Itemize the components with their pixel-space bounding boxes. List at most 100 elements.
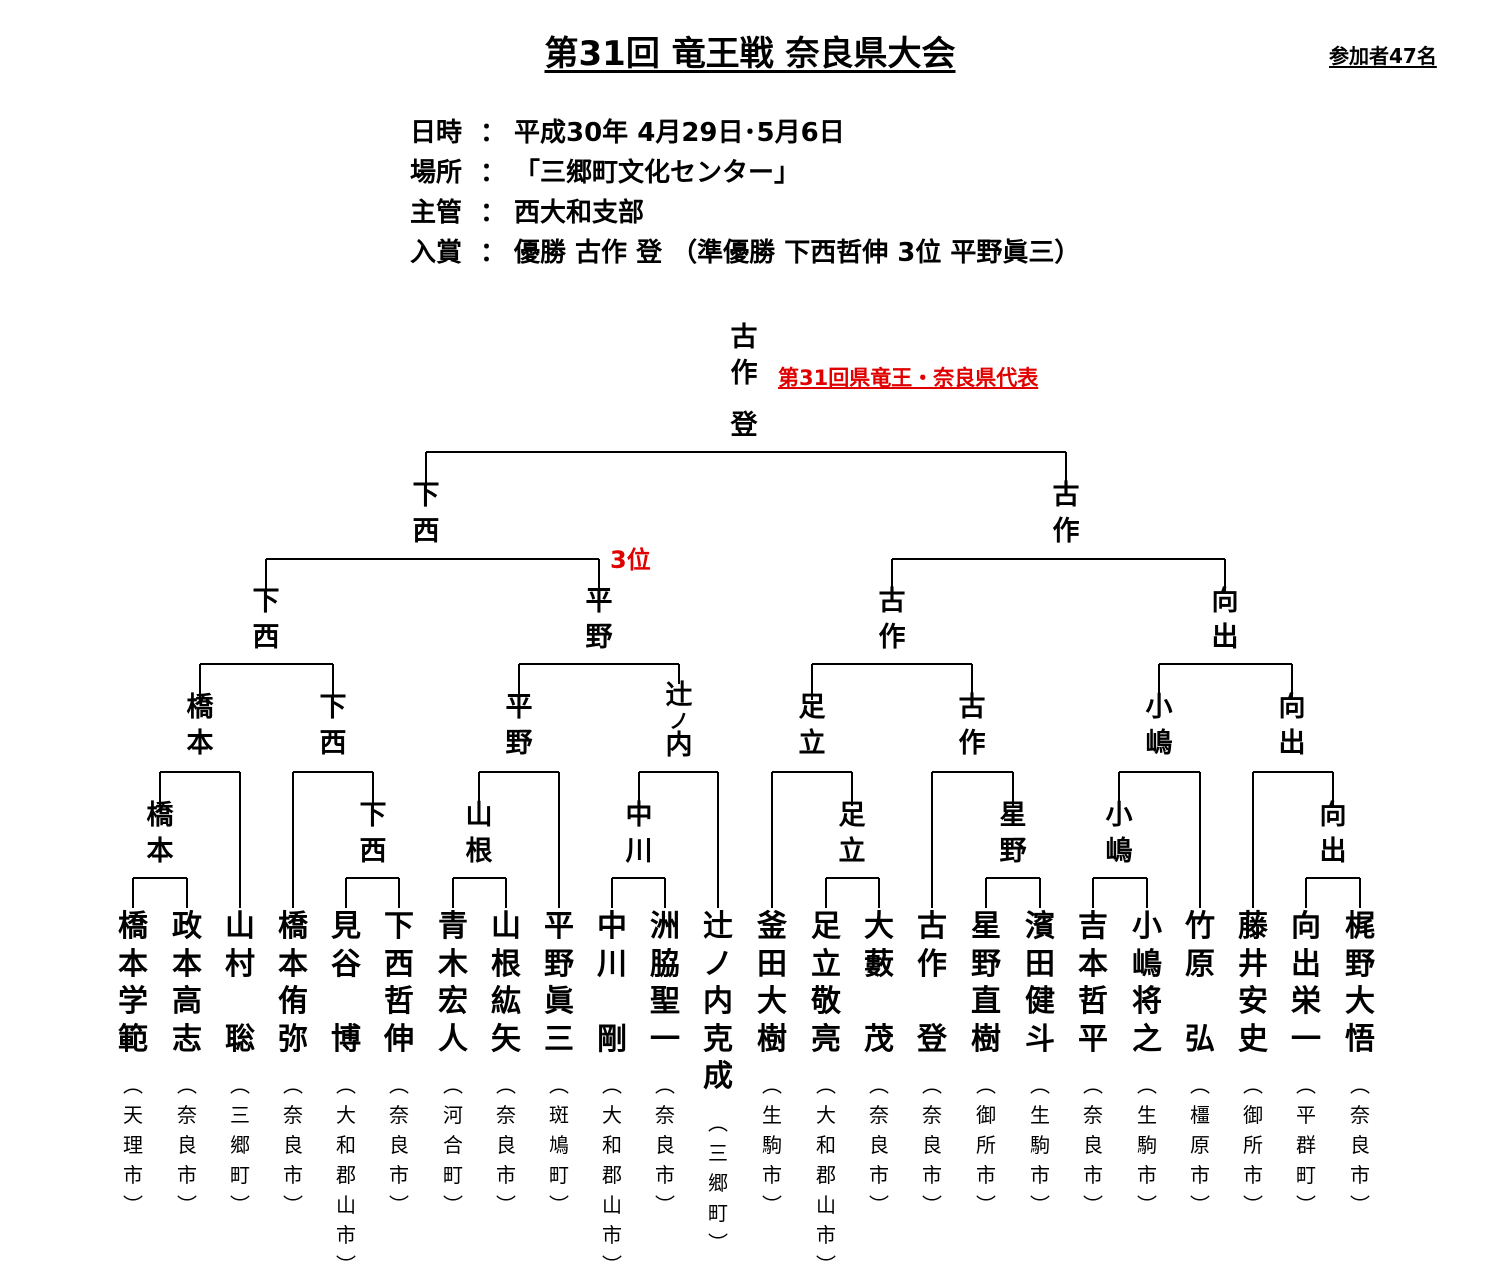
info-key: 日時: [410, 118, 463, 148]
player-name: 橋本侑弥: [274, 908, 312, 1058]
label-char: 下: [359, 800, 387, 831]
player-city-char: 和: [602, 1133, 622, 1157]
player-name-char: [593, 983, 631, 1021]
player-name-char: 克: [703, 1021, 733, 1057]
player-city-char: 郷: [708, 1170, 728, 1195]
player-city-char: 良: [283, 1133, 303, 1157]
player: 政本高志︵奈良市︶: [168, 908, 206, 1220]
player-city-char: ︵: [443, 1073, 463, 1097]
player-city-char: ︶: [443, 1193, 463, 1217]
player-name-char: 梶: [1345, 909, 1375, 944]
player-name-char: 剛: [597, 1021, 627, 1057]
player-name-char: ノ: [703, 946, 733, 982]
player-name: 辻ノ内克成: [699, 908, 737, 1096]
label-char: 橋: [186, 692, 214, 723]
player-city-char: 御: [1243, 1103, 1263, 1127]
player-name-char: 三: [544, 1021, 574, 1057]
label-char: 本: [186, 728, 214, 759]
player-city-char: ︵: [976, 1073, 996, 1097]
info-key: 入賞: [410, 238, 463, 268]
player-city: ︵橿原市︶: [1181, 1070, 1219, 1220]
player-city-char: ︶: [123, 1193, 143, 1217]
label-char: 出: [1211, 622, 1239, 653]
label-char: 西: [319, 728, 347, 759]
player-name-char: 野: [1345, 946, 1375, 982]
player-name-char: 原: [1185, 946, 1215, 982]
player-name-char: 山: [225, 909, 255, 944]
player-name-char: 釜: [757, 909, 787, 944]
player-city-char: 群: [1296, 1133, 1316, 1157]
player-city-char: ︵: [816, 1073, 836, 1097]
player-city-char: 奈: [283, 1103, 303, 1127]
player-city: ︵奈良市︶: [487, 1070, 525, 1220]
player-city-char: 市: [1083, 1163, 1103, 1187]
player-name-char: 藤: [1238, 909, 1268, 944]
info-value: 「三郷町文化センター」: [514, 158, 801, 188]
semifinal-winner: 平野: [581, 584, 617, 656]
player-city-char: 市: [762, 1163, 782, 1187]
player: 藤井安史︵御所市︶: [1234, 908, 1272, 1220]
player-name-char: 高: [172, 984, 202, 1019]
player-name-char: 村: [225, 946, 255, 982]
player-name-char: 川: [597, 946, 627, 982]
champion-given-name: 登: [726, 408, 762, 444]
info-value: 西大和支部: [514, 198, 645, 228]
player-city-char: ︵: [869, 1073, 889, 1097]
round2-winner: 山根: [461, 798, 497, 870]
player: 見谷 博︵大和郡山市︶: [327, 908, 365, 1280]
player-city: ︵天理市︶: [114, 1070, 152, 1220]
player-name-char: 脇: [650, 946, 680, 982]
player-name-char: 中: [597, 909, 627, 944]
player-name-char: 本: [1078, 946, 1108, 982]
player-city-char: 市: [1190, 1163, 1210, 1187]
player-city-char: 郡: [336, 1163, 356, 1187]
player-name-char: 之: [1132, 1021, 1162, 1057]
finalist-right: 古作: [1048, 478, 1084, 550]
player-name-char: 志: [172, 1021, 202, 1057]
player-city: ︵奈良市︶: [380, 1070, 418, 1220]
player-name-char: 伸: [384, 1021, 414, 1057]
quarterfinal-winner: 下西: [315, 690, 351, 762]
player: 山村 聡︵三郷町︶: [221, 908, 259, 1220]
label-char: 平: [585, 586, 613, 617]
player-name-char: 小: [1132, 909, 1162, 944]
player-name-char: 紘: [491, 984, 521, 1019]
finalist-left: 下西: [408, 478, 444, 550]
player: 向出栄一︵平群町︶: [1287, 908, 1325, 1220]
player: 洲脇聖一︵奈良市︶: [646, 908, 684, 1220]
player-name: 橋本学範: [114, 908, 152, 1058]
label-char: 橋: [146, 800, 174, 831]
info-row-date: 日時：平成30年 4月29日･5月6日: [410, 112, 845, 149]
player-city-char: ︵: [708, 1110, 728, 1135]
player-city-char: 良: [177, 1133, 197, 1157]
player-city-char: ︵: [1350, 1073, 1370, 1097]
player-city-char: ︵: [655, 1073, 675, 1097]
player-city-char: 奈: [1350, 1103, 1370, 1127]
player: 濱田健斗︵生駒市︶: [1021, 908, 1059, 1220]
player: 中川 剛 ︵大和郡山市︶: [593, 908, 631, 1280]
player-city: ︵大和郡山市︶: [593, 1070, 631, 1280]
player-name-char: 西: [384, 946, 414, 982]
player-name-char: 樹: [757, 1021, 787, 1057]
player-name-char: 根: [491, 946, 521, 982]
player-name-char: 井: [1238, 946, 1268, 982]
player-city-char: 奈: [655, 1103, 675, 1127]
player-name: 中川 剛: [593, 908, 631, 1058]
player-city: ︵生駒市︶: [1021, 1070, 1059, 1220]
player-name-char: 史: [1238, 1021, 1268, 1057]
player-name-char: 嶋: [1132, 946, 1162, 982]
player-city-char: ︶: [655, 1193, 675, 1217]
label-char: 小: [1105, 800, 1133, 831]
player-name-char: 下: [384, 909, 414, 944]
player-name: 山根紘矢: [487, 908, 525, 1058]
label-char: 立: [838, 836, 866, 867]
player-city-char: 生: [1137, 1103, 1157, 1127]
player-city-char: 三: [708, 1140, 728, 1165]
player-name-char: 野: [544, 946, 574, 982]
player-city-char: ︵: [123, 1073, 143, 1097]
player-name-char: 平: [544, 909, 574, 944]
label-char: 古: [730, 322, 758, 353]
player-name-char: 大: [757, 984, 787, 1019]
player-city-char: 市: [1243, 1163, 1263, 1187]
label-char: 内: [665, 730, 693, 761]
